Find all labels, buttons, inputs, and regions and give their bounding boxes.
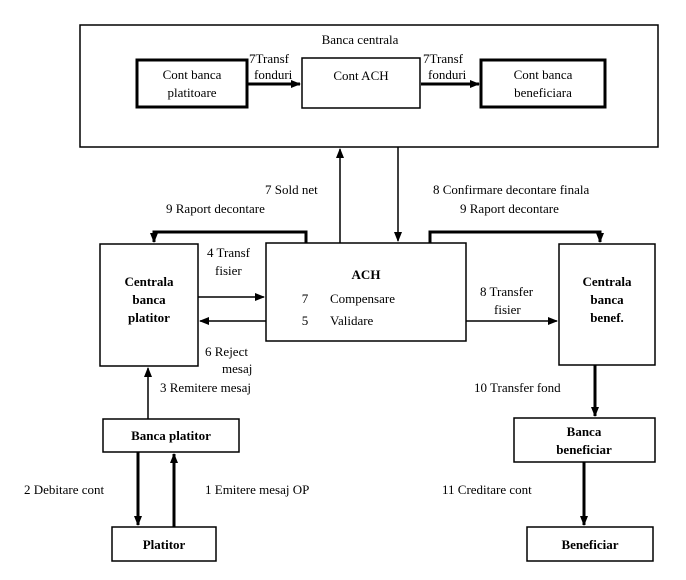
ach-row2-num: 5	[302, 313, 309, 328]
label-creditare-cont: 11 Creditare cont	[442, 482, 532, 497]
label-transfer-fond: 10 Transfer fond	[474, 380, 561, 395]
cont-banca-platitoare-box: Cont banca platitoare	[135, 58, 249, 109]
platitor-label: Platitor	[143, 537, 186, 552]
beneficiar-label: Beneficiar	[561, 537, 618, 552]
label-raport-decontare-left: 9 Raport decontare	[166, 201, 265, 216]
centrala-banca-benef-box: Centrala banca benef.	[558, 243, 656, 366]
cont-banca-platitoare-line2: platitoare	[167, 85, 216, 100]
label-debitare-cont: 2 Debitare cont	[24, 482, 105, 497]
ach-box: ACH 7 Compensare 5 Validare	[265, 242, 467, 342]
label-emitere-mesaj-op: 1 Emitere mesaj OP	[205, 482, 309, 497]
label-transf-fonduri-1-line1: 7Transf	[249, 51, 290, 66]
cont-banca-beneficiara-line1: Cont banca	[514, 67, 573, 82]
label-raport-decontare-right: 9 Raport decontare	[460, 201, 559, 216]
centrala-banca-platitor-line2: banca	[132, 292, 166, 307]
label-transfer-fisier-8-line1: 8 Transfer	[480, 284, 534, 299]
cont-banca-platitoare-line1: Cont banca	[163, 67, 222, 82]
arrow-raport-decontare-right	[428, 230, 604, 243]
arrow-raport-decontare-left	[150, 230, 308, 243]
ach-title: ACH	[352, 267, 381, 282]
centrala-banca-platitor-line3: platitor	[128, 310, 170, 325]
banca-platitor-box: Banca platitor	[102, 418, 240, 453]
banca-beneficiar-line1: Banca	[567, 424, 602, 439]
banca-centrala-title: Banca centrala	[322, 32, 399, 47]
ach-row1-text: Compensare	[330, 291, 395, 306]
label-transf-fonduri-2-line1: 7Transf	[423, 51, 464, 66]
label-transf-fonduri-2-line2: fonduri	[428, 67, 467, 82]
label-reject-mesaj-line1: 6 Reject	[205, 344, 248, 359]
centrala-banca-benef-line3: benef.	[590, 310, 624, 325]
label-reject-mesaj-line2: mesaj	[222, 361, 252, 376]
centrala-banca-benef-line1: Centrala	[582, 274, 632, 289]
label-transf-fisier-4-line2: fisier	[215, 263, 242, 278]
label-transf-fonduri-1-line2: fonduri	[254, 67, 293, 82]
label-transfer-fisier-8-line2: fisier	[494, 302, 521, 317]
label-confirmare-decontare: 8 Confirmare decontare finala	[433, 182, 590, 197]
cont-banca-beneficiara-line2: beneficiara	[514, 85, 572, 100]
label-sold-net: 7 Sold net	[265, 182, 318, 197]
label-transf-fisier-4-line1: 4 Transf	[207, 245, 251, 260]
platitor-box: Platitor	[111, 526, 217, 562]
centrala-banca-platitor-box: Centrala banca platitor	[99, 243, 199, 367]
cont-banca-beneficiara-box: Cont banca beneficiara	[479, 58, 607, 109]
cont-ach-box: Cont ACH	[301, 57, 421, 109]
centrala-banca-platitor-line1: Centrala	[124, 274, 174, 289]
beneficiar-box: Beneficiar	[526, 526, 654, 562]
banca-platitor-label: Banca platitor	[131, 428, 211, 443]
label-remitere-mesaj: 3 Remitere mesaj	[160, 380, 251, 395]
ach-row1-num: 7	[302, 291, 309, 306]
ach-row2-text: Validare	[330, 313, 374, 328]
cont-ach-label: Cont ACH	[333, 68, 388, 83]
centrala-banca-benef-line2: banca	[590, 292, 624, 307]
banca-beneficiar-line2: beneficiar	[556, 442, 612, 457]
banca-beneficiar-box: Banca beneficiar	[513, 417, 656, 463]
